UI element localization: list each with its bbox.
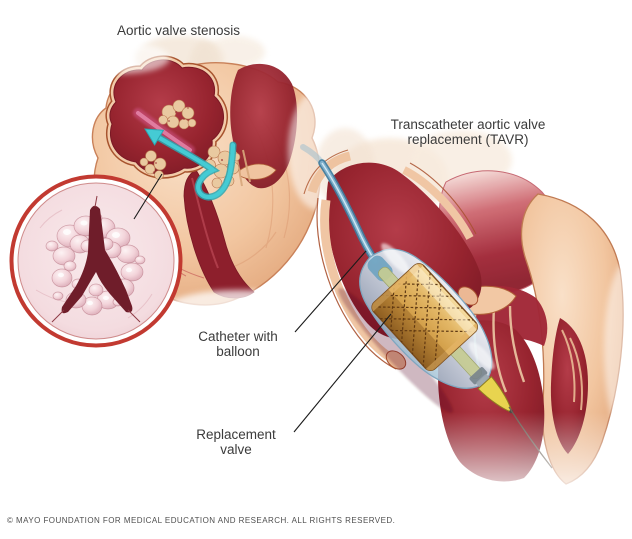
valve-leader-line — [293, 313, 392, 433]
calcified-valve-nodules — [139, 99, 241, 189]
balloon-stent-assembly — [338, 243, 513, 414]
bottom-fade — [288, 412, 632, 539]
tavr-heart — [288, 128, 632, 539]
orifice-cracks — [51, 195, 141, 323]
arrow-head — [144, 128, 165, 146]
inset-leader-line — [133, 173, 163, 220]
left-atrium — [230, 63, 298, 189]
inset-creases — [35, 209, 153, 319]
tavr-title: Transcatheter aortic valve replacement (… — [390, 117, 546, 148]
catheter-balloon-label: Catheter with balloon — [198, 329, 278, 360]
catheter-leader-line — [294, 250, 367, 333]
valve-inset — [9, 174, 183, 348]
stenotic-orifice — [61, 205, 133, 314]
inset-highlights — [58, 220, 132, 306]
blood-flow-arrow — [144, 128, 237, 201]
stenosis-title: Aortic valve stenosis — [117, 23, 241, 38]
leader-lines — [133, 173, 392, 433]
copyright-text: © MAYO FOUNDATION FOR MEDICAL EDUCATION … — [7, 516, 396, 525]
replacement-valve-label: Replacement valve — [196, 427, 276, 458]
trabeculae — [561, 329, 583, 411]
